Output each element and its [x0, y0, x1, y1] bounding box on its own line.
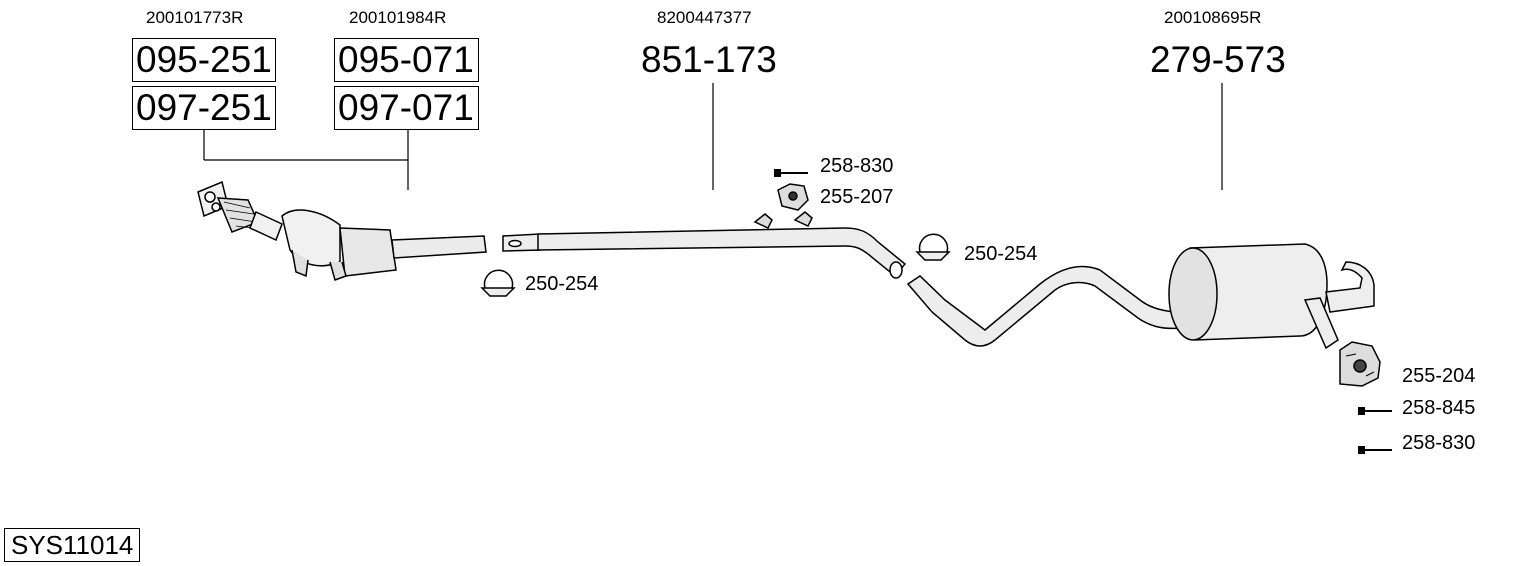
- oem-number: 200101773R: [146, 8, 244, 27]
- oem-number: 8200447377: [657, 8, 752, 27]
- accessory-label: 258-830: [820, 155, 894, 177]
- rubber-mount-icon: [777, 183, 809, 211]
- part-number-box: 095-071: [334, 38, 479, 82]
- accessory-label: 250-254: [964, 243, 1038, 265]
- oem-number: 200101984R: [349, 8, 447, 27]
- bolt-icon: [1358, 407, 1392, 415]
- accessory-label: 250-254: [525, 273, 599, 295]
- bolt-icon: [774, 169, 808, 177]
- oem-number: 200108695R: [1164, 8, 1262, 27]
- part-number-box: 097-071: [334, 86, 479, 130]
- part-number-box: 095-251: [132, 38, 276, 82]
- accessory-label: 255-204: [1402, 365, 1476, 387]
- accessory-label: 255-207: [820, 186, 894, 208]
- rear-pipe-drawing: [906, 265, 1183, 347]
- part-number-middle-pipe: 851-173: [641, 39, 777, 80]
- bolt-icon: [1358, 446, 1392, 454]
- accessory-label: 258-845: [1402, 397, 1476, 419]
- clamp-icon: [915, 233, 951, 261]
- accessory-label: 258-830: [1402, 432, 1476, 454]
- clamp-icon: [480, 269, 516, 297]
- system-code: SYS11014: [4, 528, 141, 562]
- rubber-mount-icon: [1339, 341, 1381, 387]
- rear-silencer-drawing: [1168, 243, 1375, 350]
- catalytic-converter-drawing: [197, 180, 487, 281]
- part-number-rear-silencer: 279-573: [1150, 39, 1286, 80]
- middle-pipe-drawing: [502, 211, 907, 279]
- part-number-box: 097-251: [132, 86, 276, 130]
